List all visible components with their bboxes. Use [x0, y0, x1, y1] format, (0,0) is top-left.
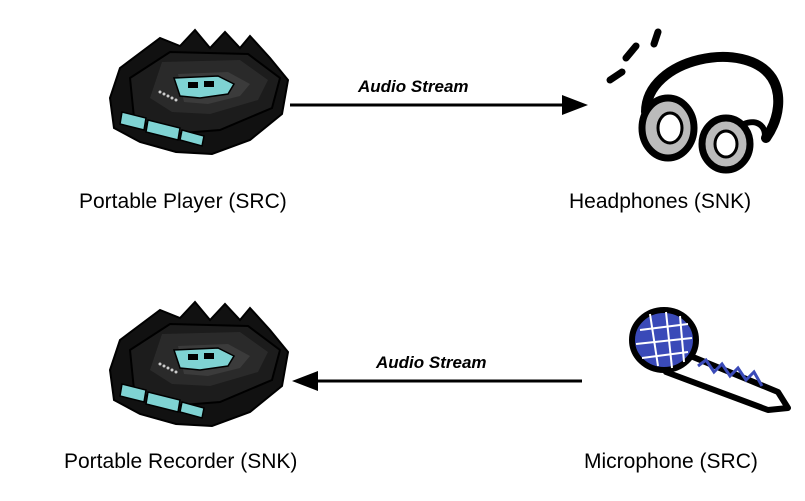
portable-player-label: Portable Player (SRC) — [79, 190, 287, 213]
arrow-right — [290, 95, 588, 115]
portable-recorder-icon — [108, 300, 290, 428]
microphone-label: Microphone (SRC) — [584, 450, 758, 473]
audio-stream-label-bottom: Audio Stream — [376, 353, 487, 372]
headphones-icon — [606, 28, 784, 174]
headphones-label: Headphones (SNK) — [569, 190, 752, 213]
microphone-icon — [629, 307, 791, 413]
audio-stream-label-top: Audio Stream — [358, 77, 469, 96]
portable-player-icon — [108, 28, 290, 156]
arrow-left — [292, 371, 582, 391]
portable-recorder-label: Portable Recorder (SNK) — [64, 450, 298, 473]
